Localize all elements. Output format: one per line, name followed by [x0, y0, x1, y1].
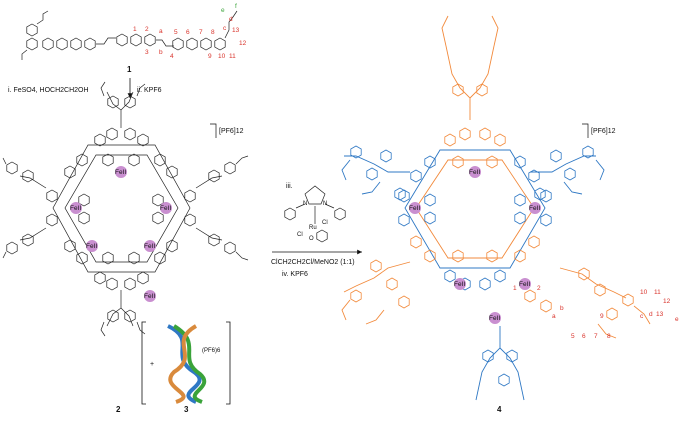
- helicate-counterion: [PF6]12: [219, 128, 244, 135]
- step-i-label: i. FeSO4, HOCH2CH2OH: [8, 87, 89, 94]
- ligand-letter-a: a: [159, 28, 163, 35]
- fe-label: FeII: [454, 281, 465, 288]
- fe-centre: [144, 290, 156, 302]
- fe-centre: [86, 240, 98, 252]
- catalyst-cl1: Cl: [322, 220, 328, 226]
- product-num-6: 6: [582, 333, 586, 340]
- compound-label-2: 2: [116, 405, 121, 414]
- fe-label: FeII: [144, 293, 155, 300]
- product-num-11: 11: [654, 289, 661, 296]
- ligand-num-11: 11: [229, 53, 236, 60]
- ligand-1-atom-numbers: 1 2 3 4 5 6 7 8 9 10 11 12 13 a b c d e …: [133, 3, 247, 60]
- product-num-12: 12: [663, 298, 671, 305]
- ligand-letter-b: b: [159, 49, 163, 56]
- ligand-num-7: 7: [199, 29, 203, 36]
- fe-label: FeII: [70, 205, 81, 212]
- product-num-13: 13: [656, 311, 664, 318]
- ligand-num-10: 10: [218, 53, 226, 60]
- ligand-letter-e: e: [221, 7, 225, 14]
- braid-counterion: (PF6)6: [202, 348, 221, 354]
- catalyst-n1: N: [303, 201, 307, 207]
- product-letter-a: a: [552, 313, 556, 320]
- ligand-num-13: 13: [232, 27, 240, 34]
- product-letter-e: e: [675, 316, 679, 323]
- step-iii-label: iii.: [286, 183, 293, 190]
- product-num-1: 1: [513, 285, 517, 292]
- product-num-5: 5: [571, 333, 575, 340]
- ligand-num-1: 1: [133, 26, 137, 33]
- product-letter-d: d: [649, 311, 653, 318]
- catalyst-ru: Ru: [309, 225, 317, 231]
- fe-centre: [489, 312, 501, 324]
- fe-label: FeII: [519, 281, 530, 288]
- fe-label: FeII: [144, 243, 155, 250]
- ligand-num-2: 2: [145, 26, 149, 33]
- compound-label-3: 3: [184, 405, 189, 414]
- product-num-9: 9: [600, 313, 604, 320]
- ligand-letter-c: c: [223, 25, 227, 32]
- fe-centre: [160, 202, 172, 214]
- solvent-label: ClCH2CH2Cl/MeNO2 (1:1): [271, 259, 355, 266]
- counterion-bracket: [582, 123, 589, 138]
- catalyst-n2: N: [323, 201, 327, 207]
- grubbs-catalyst: N N Ru Cl Cl O: [284, 185, 346, 243]
- fe-centre: [469, 166, 481, 178]
- fe-centre: [409, 202, 421, 214]
- catalyst-o: O: [309, 236, 314, 242]
- product-4-atom-numbers: 1 2 5 6 7 8 9 10 11 12 13 a b c d e: [513, 285, 679, 340]
- plus-sign: +: [150, 361, 154, 368]
- braid-3-inset: + (PF6)6: [141, 321, 231, 405]
- ligand-letter-f: f: [235, 3, 237, 10]
- product-num-8: 8: [607, 333, 611, 340]
- step-iv-label: iv. KPF6: [282, 271, 308, 278]
- ligand-num-3: 3: [145, 49, 149, 56]
- catalyst-cl2: Cl: [297, 232, 303, 238]
- fe-centre: [144, 240, 156, 252]
- compound-label-4: 4: [497, 405, 502, 414]
- ligand-num-5: 5: [174, 29, 178, 36]
- ligand-letter-d: d: [229, 16, 233, 23]
- product-letter-c: c: [640, 313, 644, 320]
- fe-label: FeII: [529, 205, 540, 212]
- fe-centre: [70, 202, 82, 214]
- ligand-num-9: 9: [208, 53, 212, 60]
- fe-label: FeII: [409, 205, 420, 212]
- product-num-7: 7: [594, 333, 598, 340]
- product-counterion: [PF6]12: [591, 128, 616, 135]
- ligand-num-8: 8: [211, 29, 215, 36]
- product-num-2: 2: [537, 285, 541, 292]
- product-num-10: 10: [640, 289, 648, 296]
- fe-label: FeII: [86, 243, 97, 250]
- ligand-1-structure: [21, 10, 238, 60]
- ligand-num-4: 4: [170, 53, 174, 60]
- product-4-iron-centres: FeII FeII FeII FeII FeII FeII: [409, 166, 541, 324]
- product-4-framework: [341, 15, 651, 401]
- ligand-num-6: 6: [186, 29, 190, 36]
- fe-centre: [115, 166, 127, 178]
- fe-label: FeII: [489, 315, 500, 322]
- product-letter-b: b: [560, 305, 564, 312]
- fe-centre: [454, 278, 466, 290]
- fe-centre: [529, 202, 541, 214]
- counterion-bracket: [210, 123, 217, 138]
- compound-label-1: 1: [127, 65, 132, 74]
- fe-label: FeII: [160, 205, 171, 212]
- fe-centre: [519, 278, 531, 290]
- ligand-num-12: 12: [239, 40, 247, 47]
- step-ii-label: ii. KPF6: [137, 87, 162, 94]
- fe-label: FeII: [115, 169, 126, 176]
- fe-label: FeII: [469, 169, 480, 176]
- helicate-2-iron-centres: FeII FeII FeII FeII FeII FeII: [70, 166, 172, 302]
- helicate-2-framework: [2, 81, 249, 337]
